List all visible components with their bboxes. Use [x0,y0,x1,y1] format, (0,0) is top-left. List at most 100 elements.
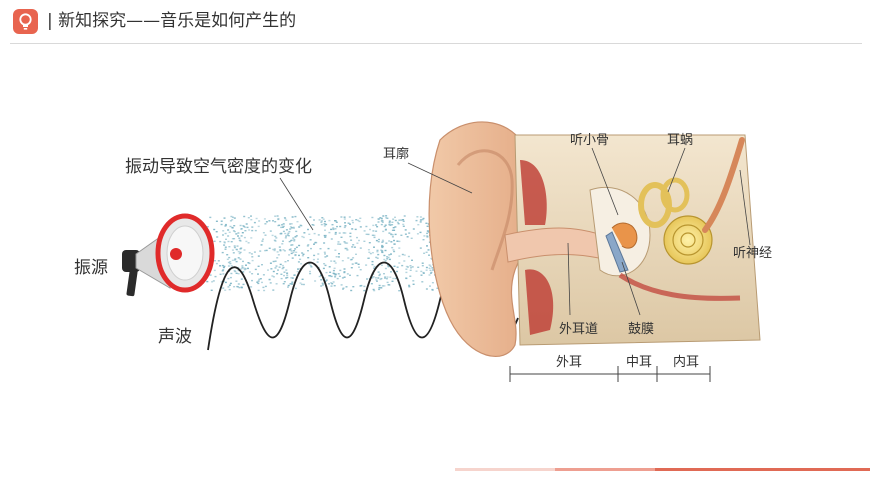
air-particle [277,217,280,220]
air-particle [411,266,414,268]
air-particle [293,239,296,241]
air-particle [265,249,268,252]
air-particle [372,288,375,291]
air-particle [349,235,352,238]
air-particle [355,219,358,221]
air-particle [300,225,303,227]
air-particle [421,218,424,221]
air-particle [384,224,387,226]
air-particle [381,241,384,243]
air-particle [261,240,264,242]
air-particle [213,260,216,262]
air-particle [323,277,326,279]
air-particle [339,225,342,228]
air-particle [282,240,284,242]
air-particle [426,232,429,235]
air-particle [314,280,317,282]
air-particle [262,274,265,276]
air-particle [264,223,267,225]
air-particle [296,270,299,273]
air-particle [405,265,408,268]
air-particle [386,258,389,260]
air-particle [224,232,227,235]
air-particle [370,283,373,285]
air-particle [387,265,390,268]
air-particle [251,226,254,228]
air-particle [337,241,340,243]
air-particle [313,254,316,257]
air-particle [419,219,422,221]
air-particle [432,269,434,271]
air-particle [394,233,397,236]
air-particle [375,224,378,226]
air-particle [217,260,220,262]
air-particle [309,239,312,241]
air-particle [255,217,258,220]
air-particle [344,225,347,227]
air-particle [241,232,244,234]
air-particle [425,266,428,269]
air-particle [231,226,234,229]
air-particle [410,267,412,269]
air-particle [359,247,362,249]
air-particle [329,271,332,273]
air-particle [221,270,224,272]
air-particle [239,240,242,242]
air-particle [272,260,275,263]
air-particle [246,226,249,229]
air-particle [224,246,227,248]
air-particle [293,274,296,276]
air-particle [391,229,394,231]
air-particle [392,218,395,220]
air-particle [402,220,405,222]
air-particle [291,216,294,218]
air-particle [342,288,344,290]
air-particle [257,282,260,285]
air-particle [299,258,302,260]
air-particle [280,273,283,275]
air-particle [426,236,429,238]
air-particle [330,260,333,262]
air-particle [241,267,244,269]
air-particle [229,220,232,222]
air-particle [419,221,422,223]
air-particle [343,271,346,273]
air-particle [325,279,328,281]
air-particle [310,247,312,250]
air-particle [386,276,389,278]
air-particle [231,249,234,251]
lightbulb-icon [13,9,38,34]
air-particle [238,286,241,289]
air-particle [359,285,362,287]
air-particle [393,239,395,242]
air-particle [243,236,246,239]
air-particle [381,285,384,287]
air-particle [324,229,326,231]
air-particle [394,216,396,218]
air-particle [377,271,380,273]
air-particle [349,232,352,234]
air-particle [412,280,415,282]
air-particle [350,239,353,241]
air-particle [428,264,431,266]
air-particle [235,272,238,274]
air-particle [410,237,413,239]
air-particle [287,235,290,237]
air-particle [265,221,268,223]
air-particle [422,217,425,220]
air-particle [222,230,225,232]
air-particle [343,241,346,243]
air-particle [243,215,246,218]
air-particle [229,282,232,285]
air-particle [308,263,311,265]
air-particle [228,256,231,259]
air-particle [292,227,295,229]
air-particle [363,230,366,232]
middle-ear-label: 中耳 [626,355,652,370]
air-particle [228,288,231,291]
air-particle [366,278,368,280]
air-particle [320,274,322,276]
header: | 新知探究——音乐是如何产生的 [0,0,870,44]
air-particle [335,256,338,258]
air-particle [264,234,267,236]
